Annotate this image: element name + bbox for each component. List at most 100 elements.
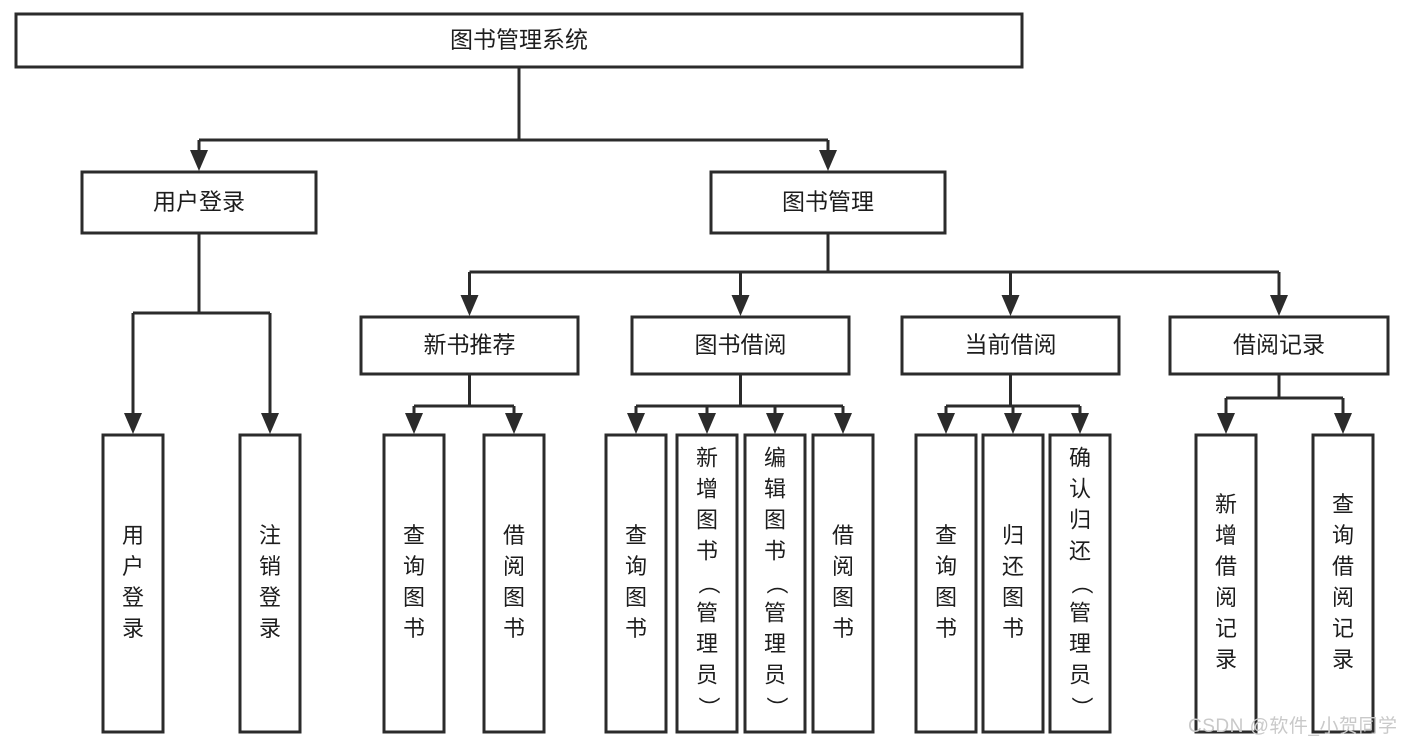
- edge-arrow-icon: [1334, 413, 1352, 434]
- node-label-char: 管: [696, 600, 718, 625]
- node-box[interactable]: [900, 315, 1121, 376]
- node-label-char: 员: [1069, 662, 1091, 687]
- node-label: 图书管理: [782, 189, 874, 215]
- node-box[interactable]: [604, 433, 668, 734]
- node-label-char: 图: [403, 585, 425, 610]
- node-label-char: 借: [1332, 554, 1354, 579]
- node-box[interactable]: [709, 170, 947, 235]
- node-label-char: 注: [259, 523, 281, 548]
- node-label-char: 借: [1215, 554, 1237, 579]
- node-label-char: 阅: [503, 554, 525, 579]
- node-label-char: 录: [1215, 647, 1237, 672]
- node-label-char: 图: [764, 507, 786, 532]
- node-label-char: 新: [1215, 492, 1237, 517]
- node-box[interactable]: [359, 315, 580, 376]
- node-box[interactable]: [482, 433, 546, 734]
- node-label-char: （: [1069, 572, 1094, 594]
- node-box[interactable]: [14, 12, 1024, 69]
- node-box[interactable]: [382, 433, 446, 734]
- node-label-char: 员: [764, 662, 786, 687]
- node-leaf-user-login[interactable]: 用户登录: [101, 433, 165, 734]
- node-label-char: 户: [122, 554, 144, 579]
- node-label-char: 管: [1069, 600, 1091, 625]
- node-box[interactable]: [630, 315, 851, 376]
- node-label-char: 理: [1069, 631, 1091, 656]
- edge-arrow-icon: [834, 413, 852, 434]
- node-label-char: （: [696, 572, 721, 594]
- node-box[interactable]: [80, 170, 318, 235]
- node-box[interactable]: [1311, 433, 1375, 734]
- node-label-char: 图: [1002, 585, 1024, 610]
- node-book-manage[interactable]: 图书管理: [709, 170, 947, 235]
- node-label-char: 理: [696, 631, 718, 656]
- node-box[interactable]: [811, 433, 875, 734]
- node-label-char: 书: [832, 616, 854, 641]
- node-label: 图书借阅: [695, 332, 787, 358]
- node-label-char: 询: [625, 554, 647, 579]
- edge-arrow-icon: [937, 413, 955, 434]
- node-book-borrow[interactable]: 图书借阅: [630, 315, 851, 376]
- edge-arrow-icon: [460, 295, 479, 316]
- node-label-char: 理: [764, 631, 786, 656]
- node-label-char: 阅: [1215, 585, 1237, 610]
- node-label-char: 辑: [764, 476, 786, 501]
- node-label-char: 查: [625, 523, 647, 548]
- node-current-borrow[interactable]: 当前借阅: [900, 315, 1121, 376]
- edge-arrow-icon: [190, 150, 208, 171]
- node-label-char: 归: [1069, 507, 1091, 532]
- node-label-char: 编: [764, 445, 786, 470]
- node-label-char: 归: [1002, 523, 1024, 548]
- node-box[interactable]: [1048, 433, 1112, 734]
- node-label-char: 借: [503, 523, 525, 548]
- node-label-char: 查: [1332, 492, 1354, 517]
- node-box[interactable]: [914, 433, 978, 734]
- node-label-char: 记: [1215, 616, 1237, 641]
- node-label-char: 增: [696, 476, 718, 501]
- node-label-char: 图: [625, 585, 647, 610]
- edge-arrow-icon: [1071, 413, 1089, 434]
- node-label: 当前借阅: [965, 332, 1057, 358]
- node-box[interactable]: [1194, 433, 1258, 734]
- node-label-char: 查: [403, 523, 425, 548]
- edges-layer: [124, 67, 1352, 434]
- node-root[interactable]: 图书管理系统: [14, 12, 1024, 69]
- node-label-char: 书: [764, 538, 786, 563]
- node-box[interactable]: [238, 433, 302, 734]
- node-label-char: 员: [696, 662, 718, 687]
- edge-arrow-icon: [819, 150, 837, 171]
- edge-arrow-icon: [1217, 413, 1235, 434]
- node-box[interactable]: [743, 433, 807, 734]
- node-new-book-recommend[interactable]: 新书推荐: [359, 315, 580, 376]
- node-box[interactable]: [101, 433, 165, 734]
- edge-arrow-icon: [1004, 413, 1022, 434]
- node-label-char: 图: [696, 507, 718, 532]
- node-label-char: 书: [503, 616, 525, 641]
- node-label-char: 书: [1002, 616, 1024, 641]
- node-label-char: （: [764, 572, 789, 594]
- node-box[interactable]: [1168, 315, 1390, 376]
- edge-arrow-icon: [731, 295, 750, 316]
- node-label-char: 书: [935, 616, 957, 641]
- node-borrow-record[interactable]: 借阅记录: [1168, 315, 1390, 376]
- node-label-char: 书: [696, 538, 718, 563]
- edge-arrow-icon: [261, 413, 279, 434]
- edge-arrow-icon: [1001, 295, 1020, 316]
- node-label-char: 询: [403, 554, 425, 579]
- node-box[interactable]: [981, 433, 1045, 734]
- node-user-login[interactable]: 用户登录: [80, 170, 318, 235]
- node-box[interactable]: [675, 433, 739, 734]
- node-label-char: 书: [403, 616, 425, 641]
